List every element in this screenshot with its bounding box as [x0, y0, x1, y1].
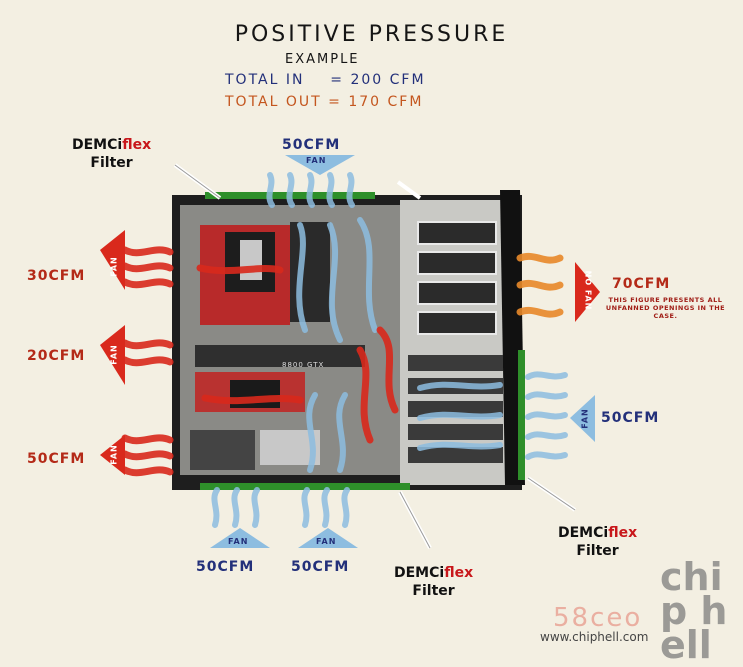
filter-label-top: DEMCiflex Filter [72, 136, 151, 172]
fan-top-label: FAN [306, 156, 327, 165]
filter-brand-accent: flex [122, 137, 152, 153]
watermark-text: 58ceo [553, 603, 643, 633]
filter-word: Filter [90, 155, 133, 171]
filter-label-front: DEMCiflex Filter [558, 524, 637, 560]
top-in-cfm: 50CFM [282, 137, 341, 153]
left-out-1-cfm: 30CFM [27, 268, 86, 284]
fan-left-1-label: FAN [109, 256, 119, 277]
top-intake-arrows [266, 172, 378, 343]
chiphell-logo: chip hell [660, 555, 728, 667]
fan-left-2-label: FAN [109, 344, 119, 365]
filter-brand-accent: flex [444, 565, 474, 581]
filter-brand: DEMCi [558, 525, 609, 541]
page-subtitle: EXAMPLE [285, 52, 360, 67]
filter-brand-accent: flex [608, 525, 638, 541]
total-in-label: TOTAL IN = 200 CFM [225, 72, 426, 88]
bottom-in-2-cfm: 50CFM [291, 559, 350, 575]
side-exhaust-arrows [516, 252, 564, 318]
fan-left-3-icon [100, 435, 125, 475]
filter-label-bottom: DEMCiflex Filter [394, 564, 473, 600]
filter-pointer-outlines [174, 164, 576, 549]
site-credit: www.chiphell.com [540, 630, 649, 644]
fan-left-1-icon [100, 230, 125, 290]
filter-word: Filter [576, 543, 619, 559]
gpu-label: 8800 GTX [282, 361, 325, 369]
bottom-intake-arrows [211, 392, 350, 528]
fan-front-label: FAN [580, 408, 590, 429]
pc-case [172, 190, 525, 490]
page-title: POSITIVE PRESSURE [234, 22, 509, 47]
fan-bottom-1-label: FAN [228, 537, 249, 546]
fan-left-2-icon [100, 325, 125, 385]
no-fan-right-icon [575, 262, 600, 322]
fan-triangles [100, 155, 600, 548]
fan-bottom-2-label: FAN [316, 537, 337, 546]
unfanned-note: THIS FIGURE PRESENTS ALL UNFANNED OPENIN… [605, 296, 726, 320]
no-fan-label: NO FAN [583, 270, 593, 311]
filter-word: Filter [412, 583, 455, 599]
left-out-2-cfm: 20CFM [27, 348, 86, 364]
front-intake-arrows [417, 371, 568, 460]
filter-brand: DEMCi [72, 137, 123, 153]
fan-bottom-1-icon [210, 528, 270, 548]
fan-left-3-label: FAN [109, 444, 119, 465]
fan-bottom-2-icon [298, 528, 358, 548]
motherboard [190, 222, 365, 470]
fan-top-icon [285, 155, 355, 175]
right-in-cfm: 50CFM [601, 410, 660, 426]
bottom-in-1-cfm: 50CFM [196, 559, 255, 575]
front-filter [518, 350, 525, 480]
bottom-filter [200, 483, 410, 490]
total-out-label: TOTAL OUT = 170 CFM [225, 94, 424, 110]
rear-exhaust-arrows [121, 246, 399, 477]
left-out-3-cfm: 50CFM [27, 451, 86, 467]
filter-brand: DEMCi [394, 565, 445, 581]
fan-front-icon [570, 395, 595, 442]
right-out-cfm: 70CFM [612, 276, 671, 292]
